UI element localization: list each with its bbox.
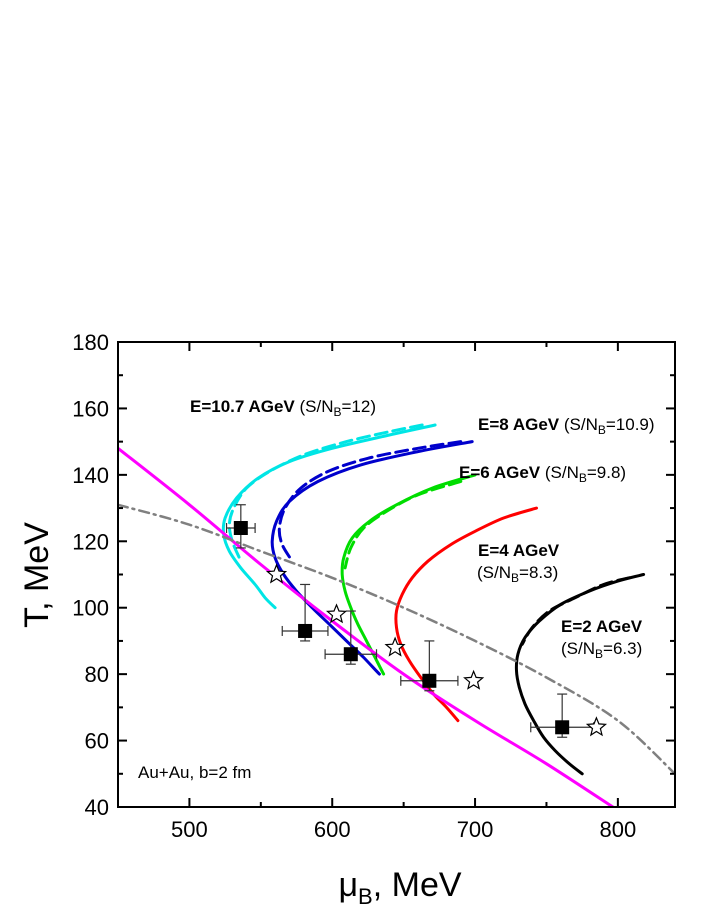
y-tick-label: 160: [72, 396, 109, 421]
annotation-e8-ratio-sub: B: [598, 423, 606, 437]
y-tick-label: 80: [85, 662, 109, 687]
annotation-e8-ratio-prefix: (S/N: [564, 415, 598, 434]
star-marker: [463, 669, 485, 690]
annotation-e2-ratio-prefix: (S/N: [561, 639, 595, 658]
star-marker: [384, 636, 406, 657]
series-line-10-dashdot: [118, 503, 675, 776]
series-line-1-dashed: [227, 423, 424, 560]
y-tick-label: 60: [85, 729, 109, 754]
annotation-e2-ratio-sub: B: [595, 647, 603, 661]
x-axis-title: μB, MeV: [338, 866, 461, 909]
x-tick-label: 600: [314, 817, 351, 842]
annotation-e10.7: E=10.7 AGeV (S/NB=12): [190, 397, 376, 419]
system-label: Au+Au, b=2 fm: [138, 763, 251, 782]
square-marker: [422, 673, 437, 688]
star-marker: [325, 603, 348, 624]
y-tick-label: 100: [72, 596, 109, 621]
square-point: [400, 640, 459, 692]
star-marker: [585, 716, 608, 737]
annotation-e8-energy: E=8 AGeV: [478, 415, 560, 434]
annotation-e6-energy: E=6 AGeV: [459, 463, 541, 482]
series-line-0-solid: [221, 423, 437, 610]
annotation-e4-ratio-prefix: (S/N: [477, 563, 511, 582]
series-line-4-solid: [340, 473, 477, 676]
annotation-e10.7-ratio-sub: B: [333, 405, 341, 419]
markers-layer: [225, 504, 608, 738]
square-point: [281, 583, 329, 642]
y-axis-title: T, MeV: [18, 522, 56, 628]
square-point: [225, 504, 256, 549]
annotation-e8-ratio-suffix: =10.9): [606, 415, 655, 434]
x-axis-title-suffix: , MeV: [373, 866, 462, 904]
annotation-e2-energy: E=2 AGeV: [561, 617, 643, 636]
x-tick-label: 500: [171, 817, 208, 842]
x-tick-label: 700: [457, 817, 494, 842]
square-marker: [555, 720, 570, 735]
series-line-9-solid: [118, 446, 616, 807]
annotation-e4-ratio-sub: B: [511, 571, 519, 585]
y-tick-label: 140: [72, 463, 109, 488]
series-line-7-solid: [514, 573, 646, 776]
series-line-8-dashed: [520, 576, 631, 646]
annotation-e4-ratio-suffix: =8.3): [519, 563, 558, 582]
series-line-5-dashed: [343, 480, 463, 570]
curves-layer: [118, 423, 675, 807]
square-marker: [298, 623, 313, 638]
annotation-e10.7-ratio-suffix: =12): [342, 397, 377, 416]
axes-layer: 500 600 700 800 40 60 80 100 120 140 160 180: [72, 330, 676, 842]
square-point: [324, 610, 378, 665]
x-axis-title-symbol: μ: [338, 866, 358, 904]
x-tick-label: 800: [600, 817, 637, 842]
y-tick-label: 40: [85, 795, 109, 820]
series-line-3-dashed: [277, 440, 463, 563]
annotation-e6-ratio-prefix: (S/N: [545, 463, 579, 482]
series-line-2-solid: [270, 440, 474, 676]
annotation-e8: E=8 AGeV (S/NB=10.9): [478, 415, 655, 437]
square-marker: [233, 521, 248, 535]
annotation-e6: E=6 AGeV (S/NB=9.8): [459, 463, 626, 485]
square-point: [530, 693, 595, 738]
y-tick-label: 180: [72, 330, 109, 355]
x-axis-title-sub: B: [358, 884, 373, 909]
annotation-e10.7-energy: E=10.7 AGeV: [190, 397, 295, 416]
annotation-e6-ratio-suffix: =9.8): [587, 463, 626, 482]
annotation-e2-ratio: (S/NB=6.3): [561, 639, 642, 661]
annotation-e10.7-ratio-prefix: (S/N: [299, 397, 333, 416]
annotation-e4-ratio: (S/NB=8.3): [477, 563, 558, 585]
y-tick-label: 120: [72, 529, 109, 554]
annotation-e2-ratio-suffix: =6.3): [603, 639, 642, 658]
square-marker: [343, 647, 358, 662]
annotation-e4-energy: E=4 AGeV: [478, 541, 560, 560]
star-marker: [265, 563, 288, 584]
annotation-e6-ratio-sub: B: [579, 471, 587, 485]
